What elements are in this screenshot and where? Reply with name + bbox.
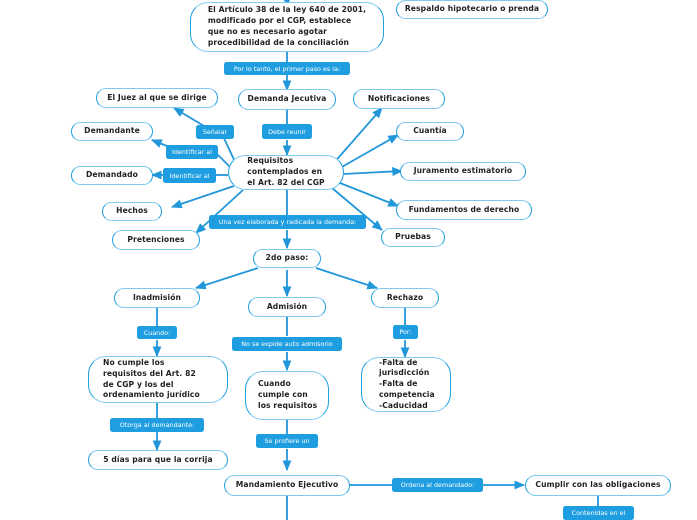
node-causales-rechazo[interactable]: -Falta de jurisdicción -Falta de compete… <box>361 357 451 412</box>
node-demandado[interactable]: Demandado <box>71 166 153 185</box>
node-articulo-38-label: El Artículo 38 de la ley 640 de 2001, mo… <box>207 5 367 47</box>
edge-requisitos-fundamentos <box>339 182 400 207</box>
badge-identificar-al-2[interactable]: Identificar al <box>163 168 216 183</box>
badge-por[interactable]: Por: <box>393 325 418 339</box>
edge-requisitos-hechos <box>170 185 235 209</box>
badge-por-lo-tanto[interactable]: Por lo tanto, el primer paso es la: <box>224 62 350 75</box>
badge-contenidas-en-el[interactable]: Contenidas en el <box>563 506 634 520</box>
edge-requisitos-notificaciones <box>331 107 383 166</box>
node-juez[interactable]: El Juez al que se dirige <box>96 88 218 108</box>
node-hechos[interactable]: Hechos <box>102 202 162 221</box>
node-notificaciones[interactable]: Notificaciones <box>353 89 445 109</box>
badge-una-vez-elaborada[interactable]: Una vez elaborada y radicada la demanda: <box>209 215 366 229</box>
node-cuantia[interactable]: Cuantía <box>396 122 464 141</box>
badge-ordena-demandado[interactable]: Ordena al demandado: <box>392 478 483 492</box>
edge-senalar-juez <box>173 107 205 127</box>
node-pruebas[interactable]: Pruebas <box>381 228 445 247</box>
node-requisitos-art82[interactable]: Requisitos contemplados en el Art. 82 de… <box>228 155 344 190</box>
badge-cuando[interactable]: Cuando: <box>137 326 177 339</box>
badge-otorga-demandante[interactable]: Otorga al demandante: <box>110 418 204 432</box>
node-rechazo[interactable]: Rechazo <box>371 288 439 308</box>
node-articulo-38[interactable]: El Artículo 38 de la ley 640 de 2001, mo… <box>190 2 384 52</box>
node-respaldo-hipotecario[interactable]: Respaldo hipotecario o prenda <box>396 0 548 19</box>
node-no-cumple-label: No cumple los requisitos del Art. 82 de … <box>103 357 200 400</box>
badge-identificar-al-1[interactable]: Identificar al <box>166 145 218 159</box>
badge-debe-reunir[interactable]: Debe reunir <box>262 124 312 139</box>
edge-ident1-demandante <box>150 139 168 148</box>
edge-2dopaso-inadmision <box>194 267 259 290</box>
node-mandamiento-ejecutivo[interactable]: Mandamiento Ejecutivo <box>224 475 350 496</box>
node-no-cumple-requisitos[interactable]: No cumple los requisitos del Art. 82 de … <box>88 356 228 403</box>
node-juramento-estimatorio[interactable]: Juramento estimatorio <box>400 162 526 181</box>
badge-no-se-expide[interactable]: No se expide auto admisorio <box>232 337 342 351</box>
node-fundamentos-derecho[interactable]: Fundamentos de derecho <box>396 200 532 220</box>
node-demandante[interactable]: Demandante <box>71 122 153 141</box>
edge-requisitos-cuantia <box>339 134 399 169</box>
node-requisitos-label: Requisitos contemplados en el Art. 82 de… <box>247 156 325 187</box>
node-causales-rechazo-label: -Falta de jurisdicción -Falta de compete… <box>379 357 435 410</box>
node-demanda-ejecutiva[interactable]: Demanda Jecutiva <box>238 89 336 110</box>
node-admision[interactable]: Admisión <box>248 297 326 317</box>
edge-requisitos-juramento <box>343 167 404 176</box>
badge-senalar[interactable]: Señalar <box>196 125 234 139</box>
node-inadmision[interactable]: Inadmisión <box>114 288 200 308</box>
edge-2dopaso-rechazo <box>315 267 379 290</box>
node-cumplir-obligaciones[interactable]: Cumplir con las obligaciones <box>525 475 671 496</box>
node-pretenciones[interactable]: Pretenciones <box>112 230 200 250</box>
node-cinco-dias[interactable]: 5 días para que la corrija <box>88 450 228 470</box>
node-cuando-cumple-label: Cuando cumple con los requisitos <box>258 379 318 410</box>
node-cuando-cumple[interactable]: Cuando cumple con los requisitos <box>245 371 329 420</box>
badge-se-profiere-un[interactable]: Se profiere un <box>256 434 318 448</box>
node-2do-paso[interactable]: 2do paso: <box>253 249 321 268</box>
